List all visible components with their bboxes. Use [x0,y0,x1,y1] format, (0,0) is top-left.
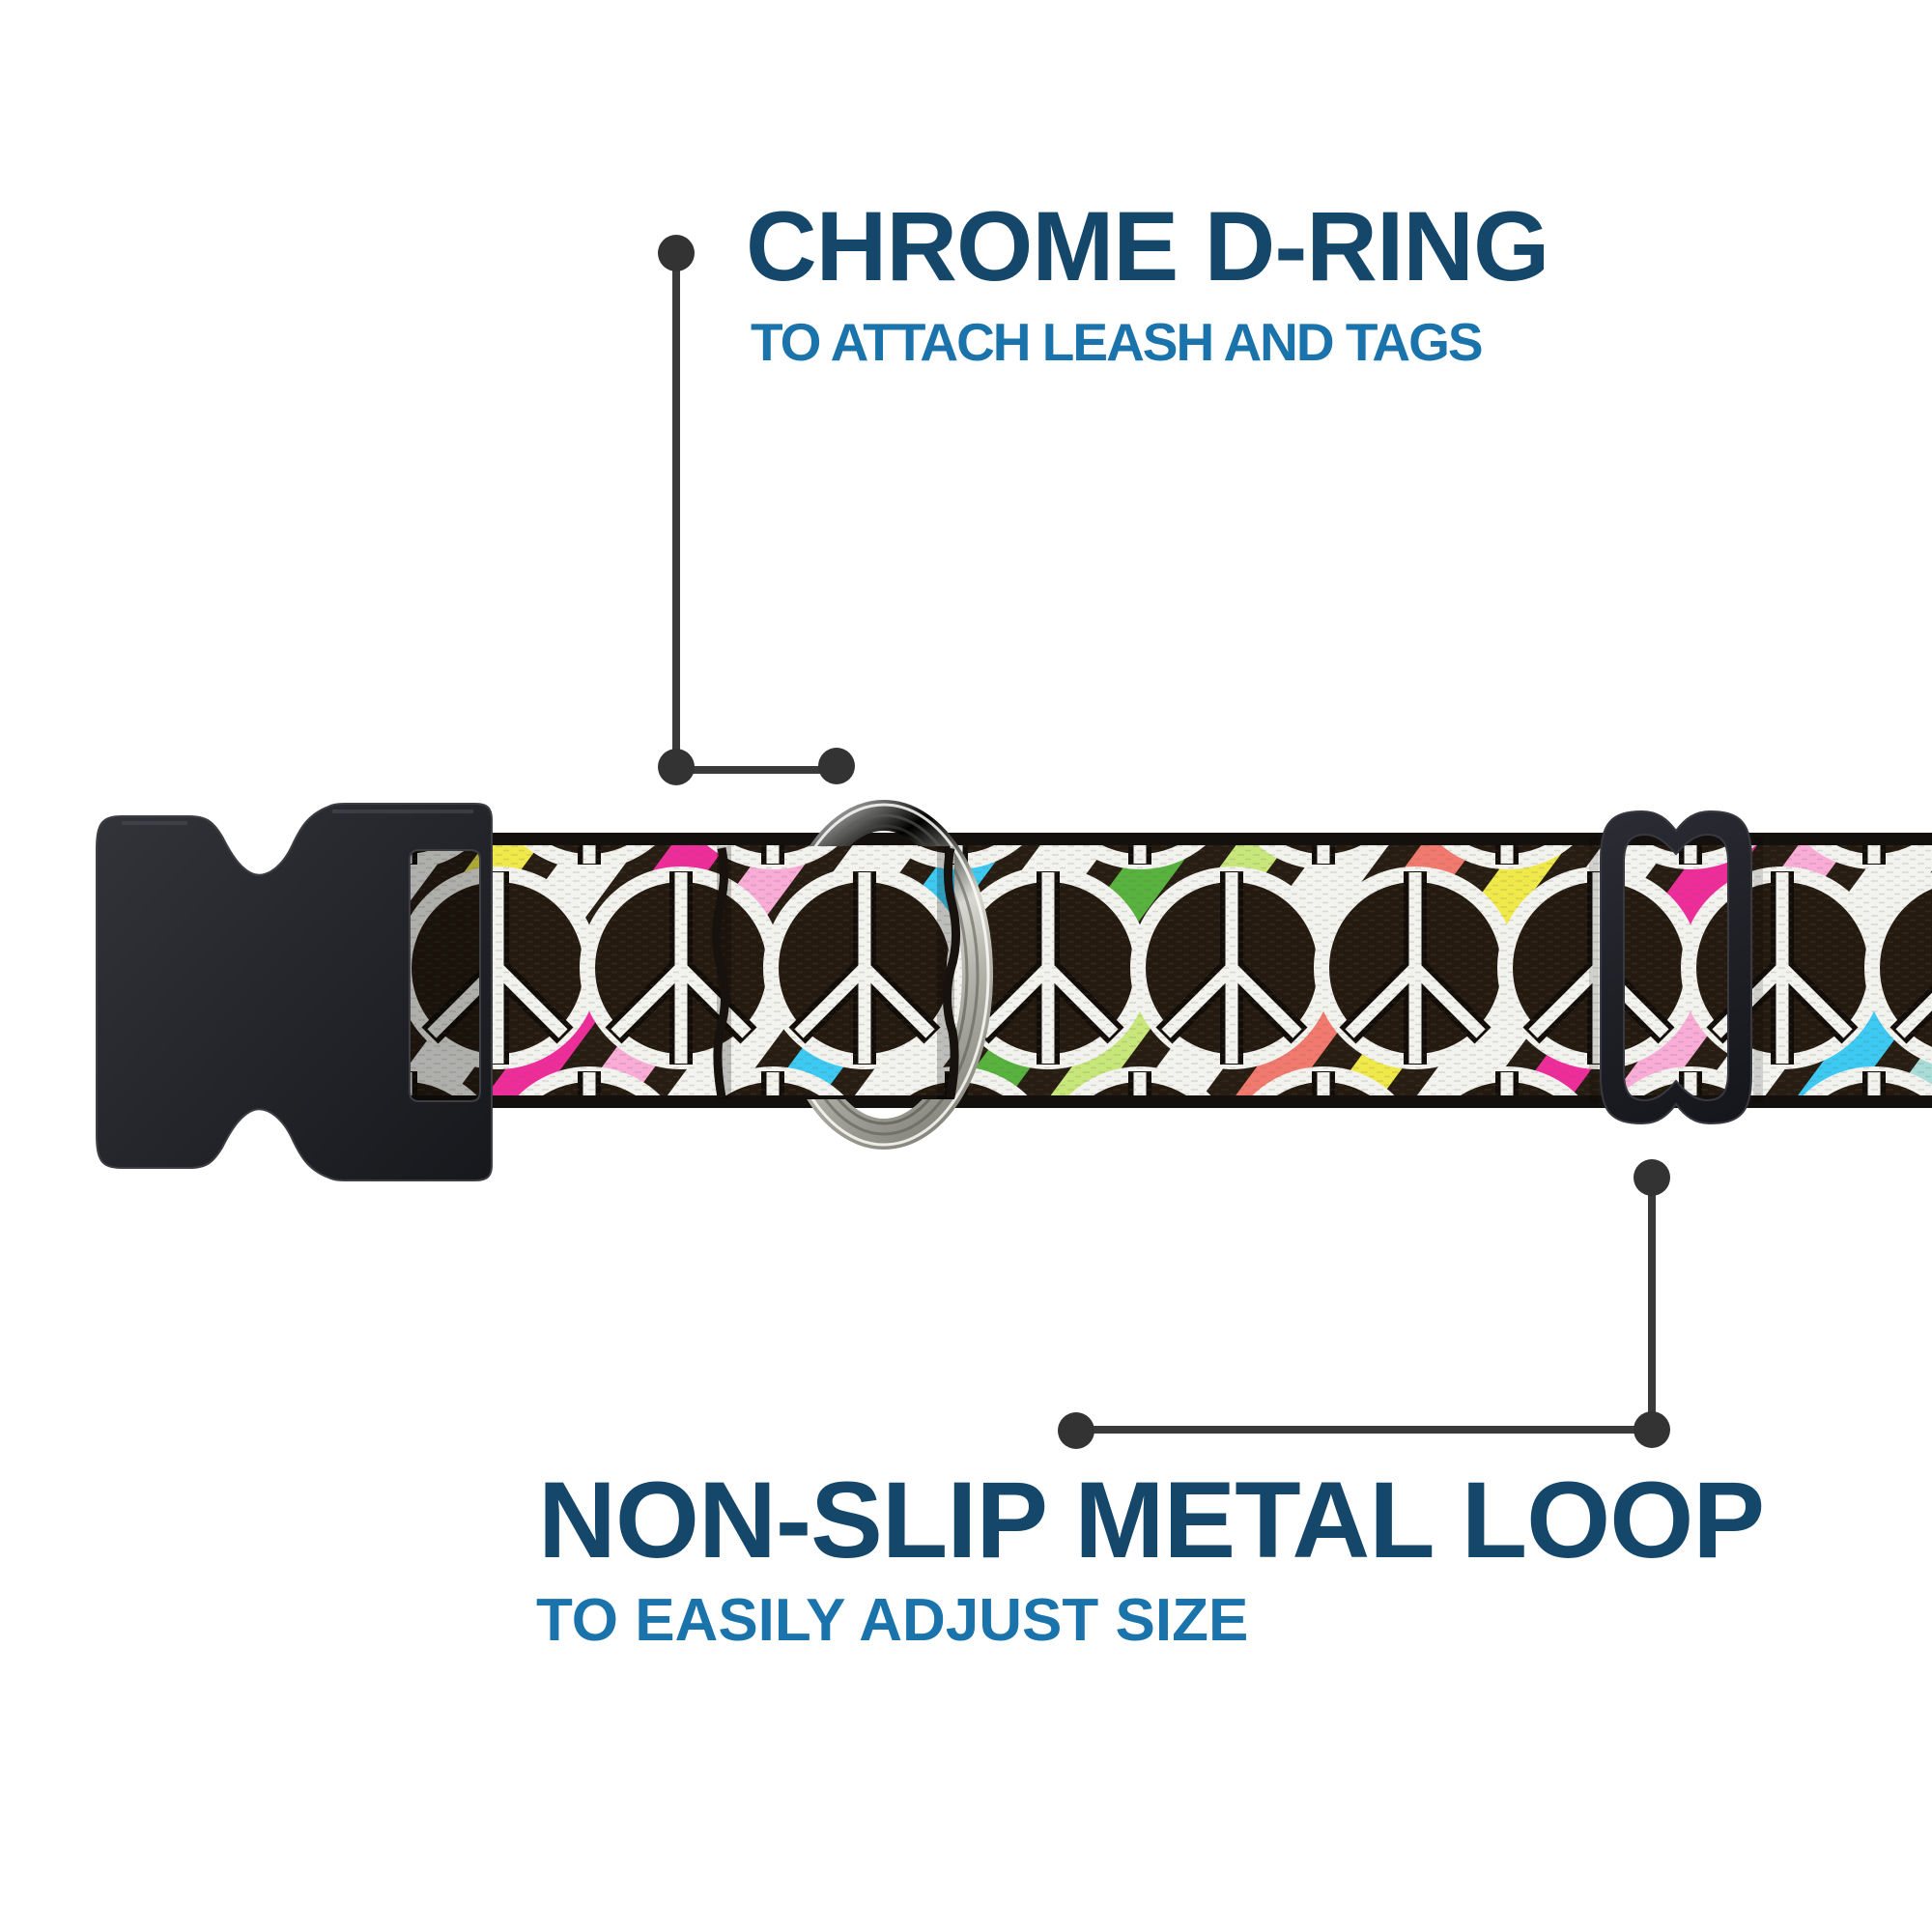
callout-connector-d-ring [672,259,837,774]
d-ring-callout-subtitle: TO ATTACH LEASH AND TAGS [751,312,1484,372]
metal-loop-callout-subtitle: TO EASILY ADJUST SIZE [536,1587,1249,1654]
side-release-buckle [96,803,493,1181]
buckle-window-shadow [410,846,480,1101]
metal-slide-loop [1589,810,1763,1125]
callout-dots-metal-loop [1058,1159,1670,1449]
webbing-fold-tab [711,846,961,1099]
callout-dots-d-ring [658,235,855,785]
d-ring-callout-title: CHROME D-RING [746,191,1549,301]
callout-connector-metal-loop [1076,1183,1656,1434]
metal-loop-callout-title: NON-SLIP METAL LOOP [538,1460,1765,1580]
